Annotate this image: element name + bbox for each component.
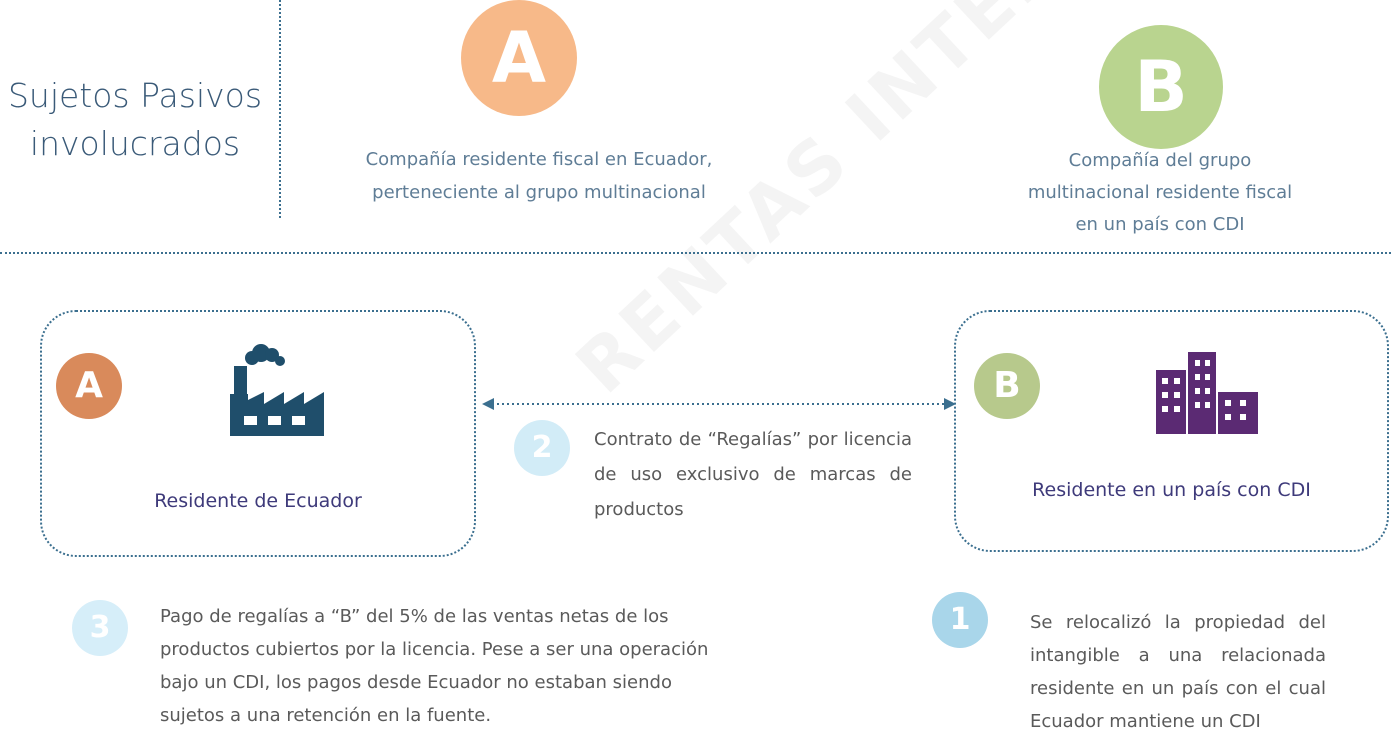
step-1-badge: 1 (932, 592, 988, 648)
entity-a-label: Residente de Ecuador (154, 490, 362, 512)
step-3-badge: 3 (72, 600, 128, 656)
entity-b-small-badge: B (974, 353, 1040, 419)
step-1-text: Se relocalizó la propiedad del intangibl… (1030, 612, 1326, 732)
section-title: Sujetos Pasivos involucrados (0, 72, 270, 168)
entity-a-box (40, 310, 476, 557)
factory-icon (230, 344, 324, 436)
entity-a-description: Compañía residente fiscal en Ecuador, pe… (300, 143, 778, 209)
vertical-divider (279, 0, 281, 218)
title-line-1: Sujetos Pasivos (7, 76, 263, 115)
entity-b-label: Residente en un país con CDI (1032, 479, 1311, 501)
horizontal-divider (0, 252, 1391, 254)
entity-b-desc-line: en un país con CDI (1075, 214, 1245, 235)
title-line-2: involucrados (29, 124, 241, 163)
entity-b-box (954, 310, 1389, 552)
entity-b-desc-line: Compañía del grupo (1068, 150, 1252, 171)
contract-connector-arrow (482, 398, 956, 410)
step-2-badge: 2 (514, 420, 570, 476)
buildings-icon (1156, 352, 1258, 434)
step-3-text: Pago de regalías a “B” del 5% de las ven… (160, 606, 709, 726)
step-2-text: Contrato de “Regalías” por licencia de u… (594, 429, 912, 520)
entity-a-small-badge: A (56, 353, 122, 419)
entity-a-desc-line: perteneciente al grupo multinacional (372, 182, 706, 203)
entity-b-desc-line: multinacional residente fiscal (1027, 182, 1293, 203)
entity-a-badge: A (461, 0, 577, 116)
entity-b-badge: B (1099, 25, 1223, 149)
entity-b-description: Compañía del grupo multinacional residen… (1000, 145, 1320, 241)
entity-a-desc-line: Compañía residente fiscal en Ecuador, (365, 149, 713, 170)
